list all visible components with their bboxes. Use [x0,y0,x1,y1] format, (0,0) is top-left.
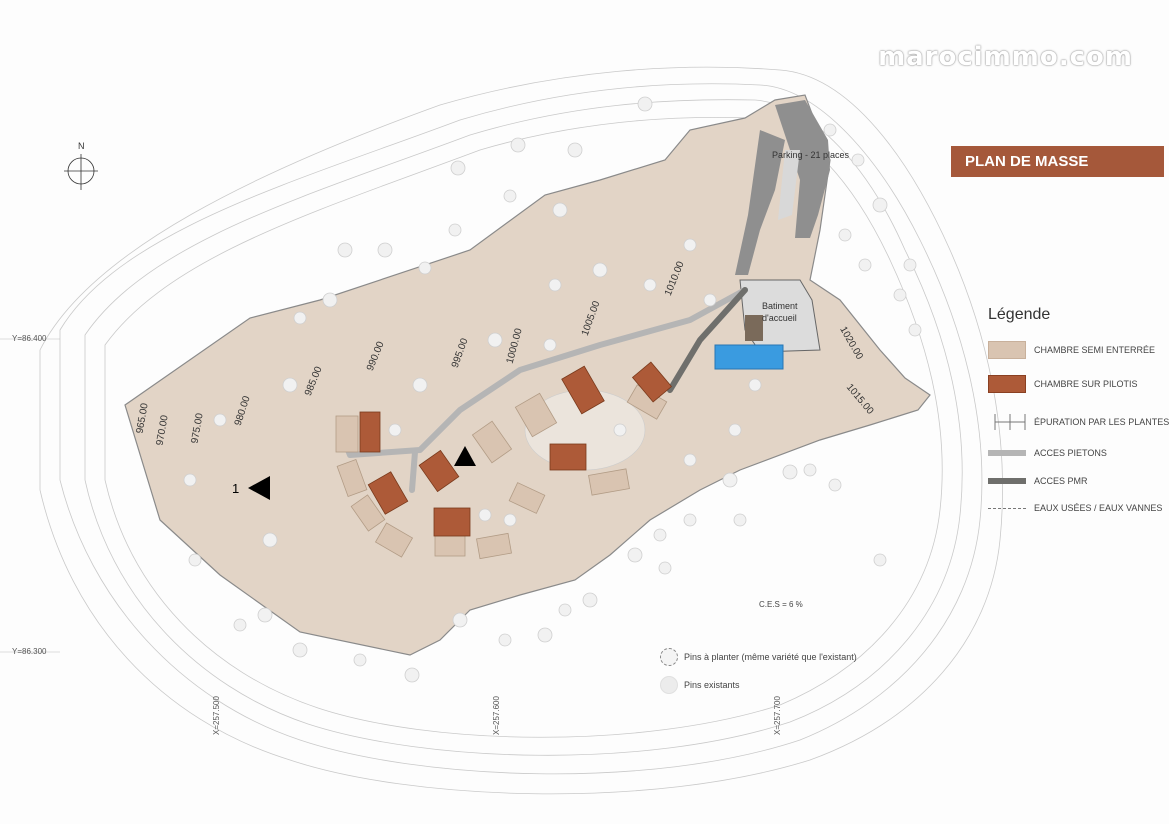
legend-label-pietons: ACCES PIETONS [1034,448,1107,458]
coord-y-top: Y=86.400 [12,334,47,343]
semi-enterree-swatch [988,341,1026,359]
pins-existing-label: Pins existants [684,680,740,690]
legend-item-pilotis: CHAMBRE SUR PILOTIS [988,374,1138,394]
outer-contours [39,66,1003,795]
trees [183,96,922,683]
pins-legend-new: Pins à planter (même variété que l'exist… [660,648,857,666]
page-title: PLAN DE MASSE [951,146,1164,177]
coord-x-right: X=257.700 [773,696,782,735]
parking-label: Parking - 21 places [772,150,850,160]
pilotis-rooms [359,361,673,537]
pmr-swatch [988,478,1026,484]
section-markers [248,446,476,500]
epuration-swatch [988,413,1026,431]
legend-label-eaux: EAUX USÉES / EAUX VANNES [1034,503,1163,513]
legend-label-semi: CHAMBRE SEMI ENTERRÉE [1034,345,1156,355]
watermark-logo: marocimmo.com [878,42,1133,72]
coordinate-lines [0,338,60,653]
legend-item-pmr: ACCES PMR [988,471,1088,491]
legend-label-pilotis: CHAMBRE SUR PILOTIS [1034,379,1138,389]
tree-existing-icon [660,676,678,694]
legend-item-semi: CHAMBRE SEMI ENTERRÉE [988,340,1155,360]
epuration-symbol [994,414,1026,430]
pins-legend-existing: Pins existants [660,676,740,694]
tree-new-icon [660,648,678,666]
legend-item-eaux: EAUX USÉES / EAUX VANNES [988,498,1162,518]
coord-y-bottom: Y=86.300 [12,647,47,656]
legend-label-epur: ÉPURATION PAR LES PLANTES [1034,417,1169,427]
legend-label-pmr: ACCES PMR [1034,476,1088,486]
section-marker-label: 1 [232,481,240,496]
legend-item-pietons: ACCES PIETONS [988,443,1107,463]
north-arrow [64,154,98,190]
reception-building [714,279,821,370]
north-indicator: N [68,141,98,185]
pins-new-label: Pins à planter (même variété que l'exist… [684,652,857,662]
reception-label: Batiment d'accueil [762,301,798,323]
ces-label: C.E.S = 6 % [759,600,803,609]
coord-x-left: X=257.500 [212,696,221,735]
north-label: N [78,141,85,151]
legend-title: Légende [988,306,1051,323]
pilotis-swatch [988,375,1026,393]
pietons-swatch [988,450,1026,456]
coord-x-mid: X=257.600 [492,696,501,735]
parking-area [735,100,830,275]
semi-enterree-rooms [335,384,668,560]
access-paths [337,287,748,493]
legend-item-epur: ÉPURATION PAR LES PLANTES [988,412,1169,432]
eaux-swatch [988,507,1026,509]
